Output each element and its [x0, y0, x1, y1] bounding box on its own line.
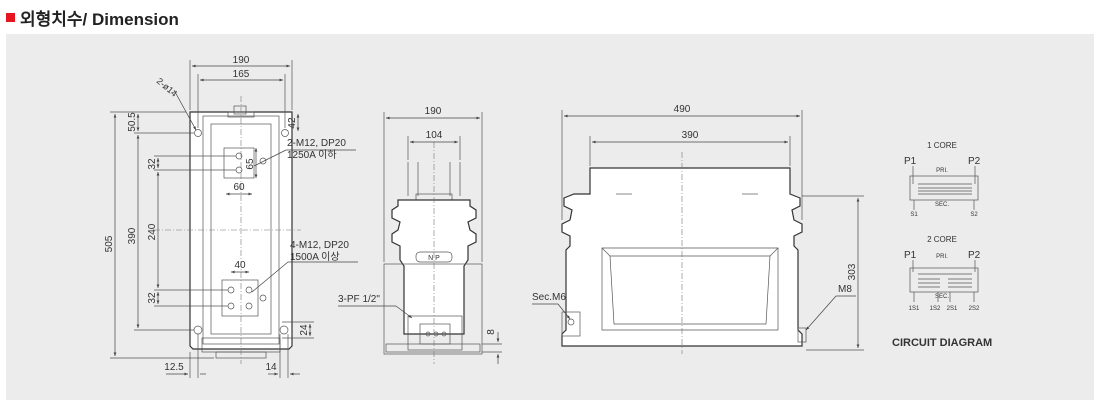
- dim-text-104: 104: [426, 130, 443, 141]
- lower-terminal-hole: [245, 302, 253, 310]
- terminal-note-1-leader: [253, 149, 287, 167]
- side-base-bottom: [385, 343, 481, 353]
- core2-p2: P2: [968, 250, 981, 261]
- circuit-diagram: 1 CORE P1 P2 PRI. SEC. S1 S2 2 CORE P1 P…: [892, 141, 992, 349]
- red-square-icon: [6, 12, 15, 22]
- side-base-box: [383, 263, 483, 355]
- dim-text-60: 60: [233, 182, 245, 193]
- rear-window-inner: [609, 255, 771, 325]
- terminal-note-2b-text: 1500A 이상: [290, 251, 340, 263]
- front-top-clamp: [233, 105, 247, 115]
- core1-title: 1 CORE: [927, 141, 957, 150]
- core1-sec: SEC.: [935, 202, 949, 208]
- conduit-note-leader: [395, 305, 413, 319]
- mount-hole-bottom-right: [279, 325, 289, 335]
- conduit-note-text: 3-PF 1/2": [338, 294, 380, 305]
- core2-2s1: 2S1: [947, 306, 958, 312]
- side-terminal-inner: [419, 323, 451, 345]
- hole-note-text: 2-ø14: [155, 76, 179, 99]
- dim-text-14: 14: [265, 362, 277, 373]
- dim-text-165: 165: [233, 69, 250, 80]
- side-terminal-bars: [407, 162, 461, 196]
- section-header: 외형치수/ Dimension: [6, 4, 179, 30]
- core2-title: 2 CORE: [927, 235, 957, 244]
- sec-terminal: [561, 311, 581, 337]
- m8-note-text: M8: [838, 284, 852, 295]
- core1-p2: P2: [968, 156, 981, 167]
- section-title: 외형치수/ Dimension: [20, 9, 179, 29]
- dim-text-side-190: 190: [425, 106, 442, 117]
- core2-pri: PRI.: [936, 254, 948, 260]
- dim-text-240: 240: [147, 223, 158, 240]
- dim-text-303: 303: [847, 263, 858, 280]
- core2-p1: P1: [904, 250, 917, 261]
- m8-note-leader: [805, 295, 837, 331]
- dim-text-12-5: 12.5: [164, 362, 184, 373]
- core1-box: [909, 175, 979, 201]
- mount-hole-top-left: [194, 129, 202, 137]
- terminal-note-1b-text: 1250A 이하: [287, 148, 337, 161]
- dim-text-390: 390: [127, 227, 138, 244]
- rear-view: 490 390 303 Sec.M6 M8: [532, 104, 864, 354]
- np-label: N P: [428, 255, 440, 262]
- lower-terminal-hole: [245, 286, 253, 294]
- dim-text-24: 24: [299, 324, 310, 336]
- front-view: 190 165 2-ø14 50.5 42 32 65 60 2-M12, DP…: [104, 55, 358, 378]
- dimension-drawing: 190 165 2-ø14 50.5 42 32 65 60 2-M12, DP…: [104, 55, 992, 378]
- sec-note-leader: [557, 303, 571, 320]
- core2-sec: SEC.: [935, 294, 949, 300]
- lower-terminal-plate: [221, 279, 259, 317]
- side-view: N P 190 104 3-PF 1/2" 8: [338, 106, 502, 364]
- side-terminal-box: [407, 315, 463, 351]
- dim-text-32-lower: 32: [147, 292, 158, 304]
- core1-s2: S2: [970, 212, 978, 218]
- rear-window-bevel: [601, 247, 779, 257]
- terminal-note-2-text: 4-M12, DP20: [290, 240, 349, 251]
- core2-1s2: 1S2: [930, 306, 941, 312]
- terminal-note-1-text: 2-M12, DP20: [287, 138, 346, 149]
- rear-window-outer: [601, 247, 779, 331]
- side-terminal-screw: [425, 331, 431, 337]
- upper-terminal-plate: [223, 147, 255, 179]
- core1-s1: S1: [910, 212, 918, 218]
- dim-text-505: 505: [104, 235, 115, 252]
- earth-screw: [259, 294, 267, 302]
- dim-text-50-5: 50.5: [127, 112, 138, 132]
- side-terminal-screw: [441, 331, 447, 337]
- dim-text-190: 190: [233, 55, 250, 66]
- core2-2s2: 2S2: [969, 306, 980, 312]
- dim-text-490: 490: [674, 104, 691, 115]
- dim-text-42: 42: [287, 117, 298, 129]
- earth-screw: [259, 157, 267, 165]
- core2-1s1: 1S1: [909, 306, 920, 312]
- dim-text-rear-390: 390: [682, 130, 699, 141]
- circuit-diagram-caption: CIRCUIT DIAGRAM: [892, 337, 992, 349]
- dim-text-65: 65: [245, 158, 256, 170]
- sec-note-text: Sec.M6: [532, 292, 566, 303]
- m8-terminal: [797, 327, 807, 343]
- dim-text-40: 40: [234, 260, 246, 271]
- hole-note-leader: [173, 89, 197, 131]
- core2-box: [909, 267, 979, 293]
- sec-terminal-screw: [567, 318, 575, 326]
- dim-text-8: 8: [486, 329, 497, 335]
- terminal-note-2-leader: [251, 261, 289, 293]
- core1-pri: PRI.: [936, 168, 948, 174]
- core1-p1: P1: [904, 156, 917, 167]
- mount-hole-top-right: [281, 129, 289, 137]
- dimension-panel: 190 165 2-ø14 50.5 42 32 65 60 2-M12, DP…: [6, 34, 1094, 400]
- dim-text-32-upper: 32: [147, 158, 158, 170]
